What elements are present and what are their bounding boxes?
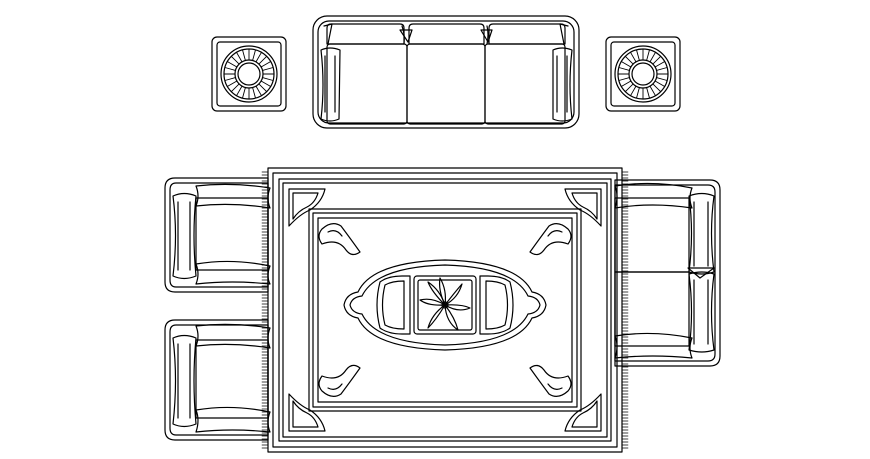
rug-corner-top-right [565, 189, 601, 226]
side-table-left-lamp [221, 46, 277, 102]
rug-motif-top-right [530, 224, 571, 255]
armchair-left-bottom [165, 320, 270, 440]
side-table-right [606, 37, 680, 111]
rug-corner-top-left [289, 189, 325, 226]
rug-motif-bottom-left [319, 365, 360, 396]
side-table-left [212, 37, 286, 111]
rug-motif-bottom-right [530, 365, 571, 396]
rug-corner-bottom-left [289, 394, 325, 431]
lamp-pleats [618, 49, 668, 99]
sofa-pillow-left [321, 48, 340, 121]
lamp-outer-ring [221, 46, 277, 102]
lamp-center [238, 63, 260, 85]
three-seat-sofa [313, 16, 579, 128]
loveseat-right [615, 180, 720, 366]
flower-centerpiece [420, 278, 470, 330]
area-rug [262, 168, 628, 452]
lamp-pleats [224, 49, 274, 99]
side-table-right-lamp [615, 46, 671, 102]
coffee-table [344, 260, 546, 350]
lamp-outer-ring [615, 46, 671, 102]
lamp-center [632, 63, 654, 85]
rug-corner-bottom-right [565, 394, 601, 431]
sofa-pillow-right [553, 48, 572, 121]
rug-motif-top-left [319, 224, 360, 255]
armchair-left-top [165, 178, 270, 292]
